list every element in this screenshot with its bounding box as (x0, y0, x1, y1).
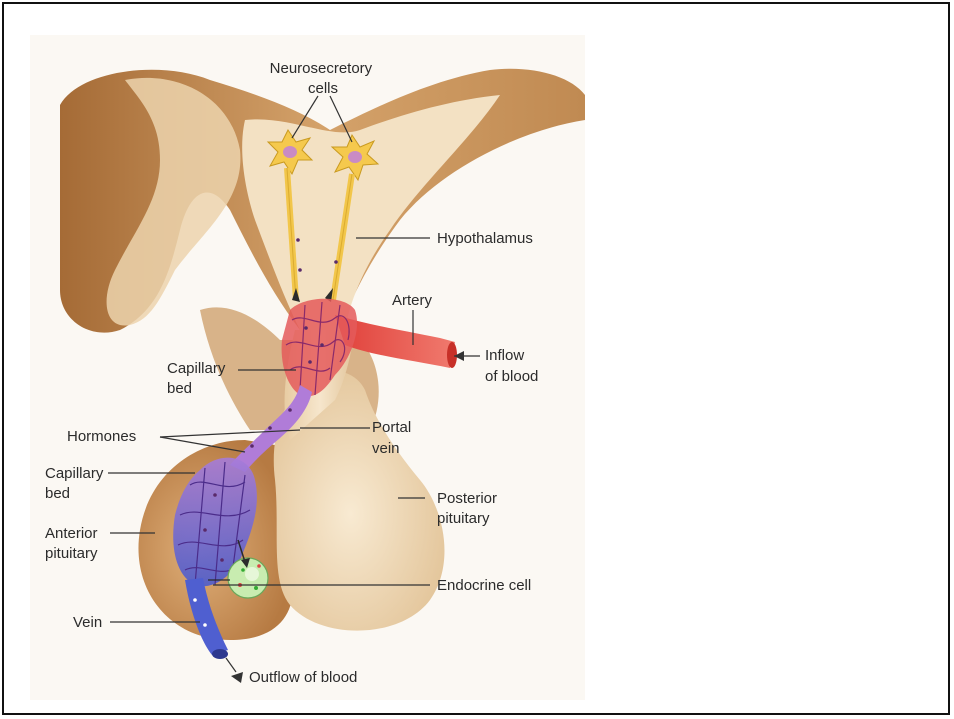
artery-opening (447, 342, 457, 368)
label-outflow-of-blood: Outflow of blood (249, 669, 357, 686)
label-hormones: Hormones (67, 428, 136, 445)
label-hypothalamus: Hypothalamus (437, 230, 533, 247)
label-artery: Artery (392, 292, 433, 309)
label-endocrine-cell: Endocrine cell (437, 577, 531, 594)
label-vein: Vein (73, 614, 102, 631)
vein-opening (212, 649, 228, 659)
